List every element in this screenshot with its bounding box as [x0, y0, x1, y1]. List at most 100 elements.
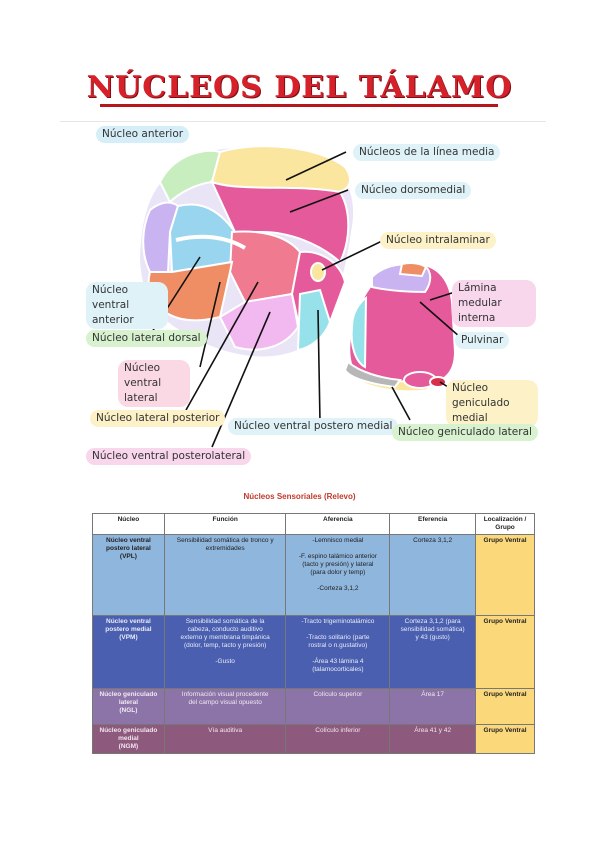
cell-localizacion: Grupo Ventral [475, 615, 535, 689]
table-title: Núcleos Sensoriales (Relevo) [243, 492, 356, 501]
label-dorsomedial: Núcleo dorsomedial [355, 182, 472, 199]
cell-eferencia: Área 17 [389, 688, 477, 725]
header-localizacion: Localización / Grupo [475, 513, 535, 535]
cell-line [168, 650, 283, 658]
cell-line: -Área 43 lámina 4 [312, 658, 364, 665]
cell-line: extremidades [205, 545, 245, 552]
thalamus-main [138, 145, 356, 359]
cell-line: Área 17 [421, 691, 445, 698]
label-geniculado-medial: Núcleo geniculado medial [446, 380, 538, 427]
label-lateral-posterior: Núcleo lateral posterior [90, 410, 226, 427]
cell-line: (talamocorticales) [312, 666, 364, 673]
cell-line: Núcleo geniculado [99, 727, 158, 734]
cell-line: (VPL) [119, 553, 137, 560]
region-ventral-lateral [228, 230, 302, 304]
cell-eferencia: Área 41 y 42 [389, 724, 477, 754]
cell-line: del campo visual opuesto [188, 699, 262, 706]
cell-line: Vía auditiva [208, 727, 243, 734]
table-header-row: Núcleo Función Aferencia Eferencia Local… [92, 513, 535, 535]
label-ventral-lateral: Núcleo ventral lateral [118, 360, 190, 407]
cell-line: Área 41 y 42 [414, 727, 452, 734]
title-underline [100, 104, 498, 107]
cell-line: -Corteza 3,1,2 [317, 585, 359, 592]
cell-eferencia: Corteza 3,1,2 [389, 534, 477, 616]
label-linea-media: Núcleos de la línea media [353, 144, 501, 161]
region-posterior-orange [398, 262, 428, 278]
cell-line: (NGL) [119, 707, 138, 714]
cell-line: Sensibilidad somática de tronco y [176, 537, 274, 544]
thalamus-diagram: Núcleo anterior Núcleos de la línea medi… [0, 122, 599, 472]
cell-line: lateral [118, 699, 138, 706]
cell-aferencia: Colículo superior [285, 688, 391, 725]
cell-line: cabeza, conducto auditivo [187, 626, 263, 633]
cell-aferencia: -Lemnisco medial -F. espino talámico ant… [285, 534, 391, 616]
region-geniculado-medial-b [429, 376, 447, 388]
cell-line: -Tracto trigeminotalámico [301, 618, 375, 625]
label-ventral-postero-medial: Núcleo ventral postero medial [228, 418, 399, 435]
cell-funcion: Vía auditiva [163, 724, 287, 754]
cell-line: Núcleo geniculado [99, 691, 158, 698]
cell-line: sensibilidad somática) [400, 626, 465, 633]
cell-aferencia: -Tracto trigeminotalámico -Tracto solita… [285, 615, 391, 689]
region-gray [343, 360, 402, 389]
cell-line: medial [118, 735, 139, 742]
cell-line: (VPM) [119, 634, 138, 641]
label-ventral-posterolateral: Núcleo ventral posterolateral [86, 448, 252, 465]
region-intralaminar [310, 262, 326, 282]
cell-localizacion: Grupo Ventral [475, 724, 535, 754]
region-posterior-cyan [350, 296, 368, 369]
cell-line: y 43 (gusto) [415, 634, 450, 641]
label-anterior: Núcleo anterior [96, 126, 190, 143]
nuclei-table: Núcleo Función Aferencia Eferencia Local… [92, 513, 535, 754]
cell-localizacion: Grupo Ventral [475, 688, 535, 725]
page-title: NÚCLEOS DEL TÁLAMO [86, 70, 513, 105]
header-aferencia: Aferencia [285, 513, 391, 535]
label-lamina-medular: Lámina medular interna [452, 280, 536, 327]
thalamus-posterior [343, 262, 457, 393]
cell-line: (tacto y presión) y lateral [302, 561, 374, 568]
cell-line [289, 650, 386, 658]
cell-localizacion: Grupo Ventral [475, 534, 535, 616]
cell-line: -Lemnisco medial [312, 537, 364, 544]
cell-line: Información visual procedente [181, 691, 269, 698]
label-intralaminar: Núcleo intralaminar [380, 232, 496, 249]
cell-line: Corteza 3,1,2 [413, 537, 453, 544]
label-ventral-anterior: Núcleo ventral anterior [86, 282, 168, 329]
thalamus-illustration [138, 145, 461, 448]
cell-line: rostral o n.gustativo) [308, 642, 368, 649]
cell-line [289, 577, 386, 585]
cell-line [289, 545, 386, 553]
cell-line: Colículo inferior [315, 727, 361, 734]
cell-line: Corteza 3,1,2 (para [404, 618, 461, 625]
header-nucleo: Núcleo [92, 513, 165, 535]
lamina-medular-curve [175, 234, 247, 250]
cell-line: -Gusto [215, 658, 235, 665]
cell-line: -Tracto solitario (parte [306, 634, 370, 641]
cell-line: postero lateral [106, 545, 151, 552]
cell-line: Sensibilidad somática de la [185, 618, 265, 625]
cell-line: postero medial [105, 626, 152, 633]
header-funcion: Función [163, 513, 287, 535]
header-eferencia: Eferencia [389, 513, 477, 535]
cell-line: -F. espino talámico anterior [298, 553, 377, 560]
cell-aferencia: Colículo inferior [285, 724, 391, 754]
label-geniculado-lateral: Núcleo geniculado lateral [392, 424, 538, 441]
cell-line: Colículo superior [313, 691, 363, 698]
cell-line: (para dolor y temp) [310, 569, 366, 576]
divider [60, 121, 546, 122]
cell-line: Núcleo ventral [106, 618, 151, 625]
label-lateral-dorsal: Núcleo lateral dorsal [86, 330, 207, 347]
cell-line: Núcleo ventral [106, 537, 151, 544]
label-pulvinar: Pulvinar [455, 332, 510, 349]
